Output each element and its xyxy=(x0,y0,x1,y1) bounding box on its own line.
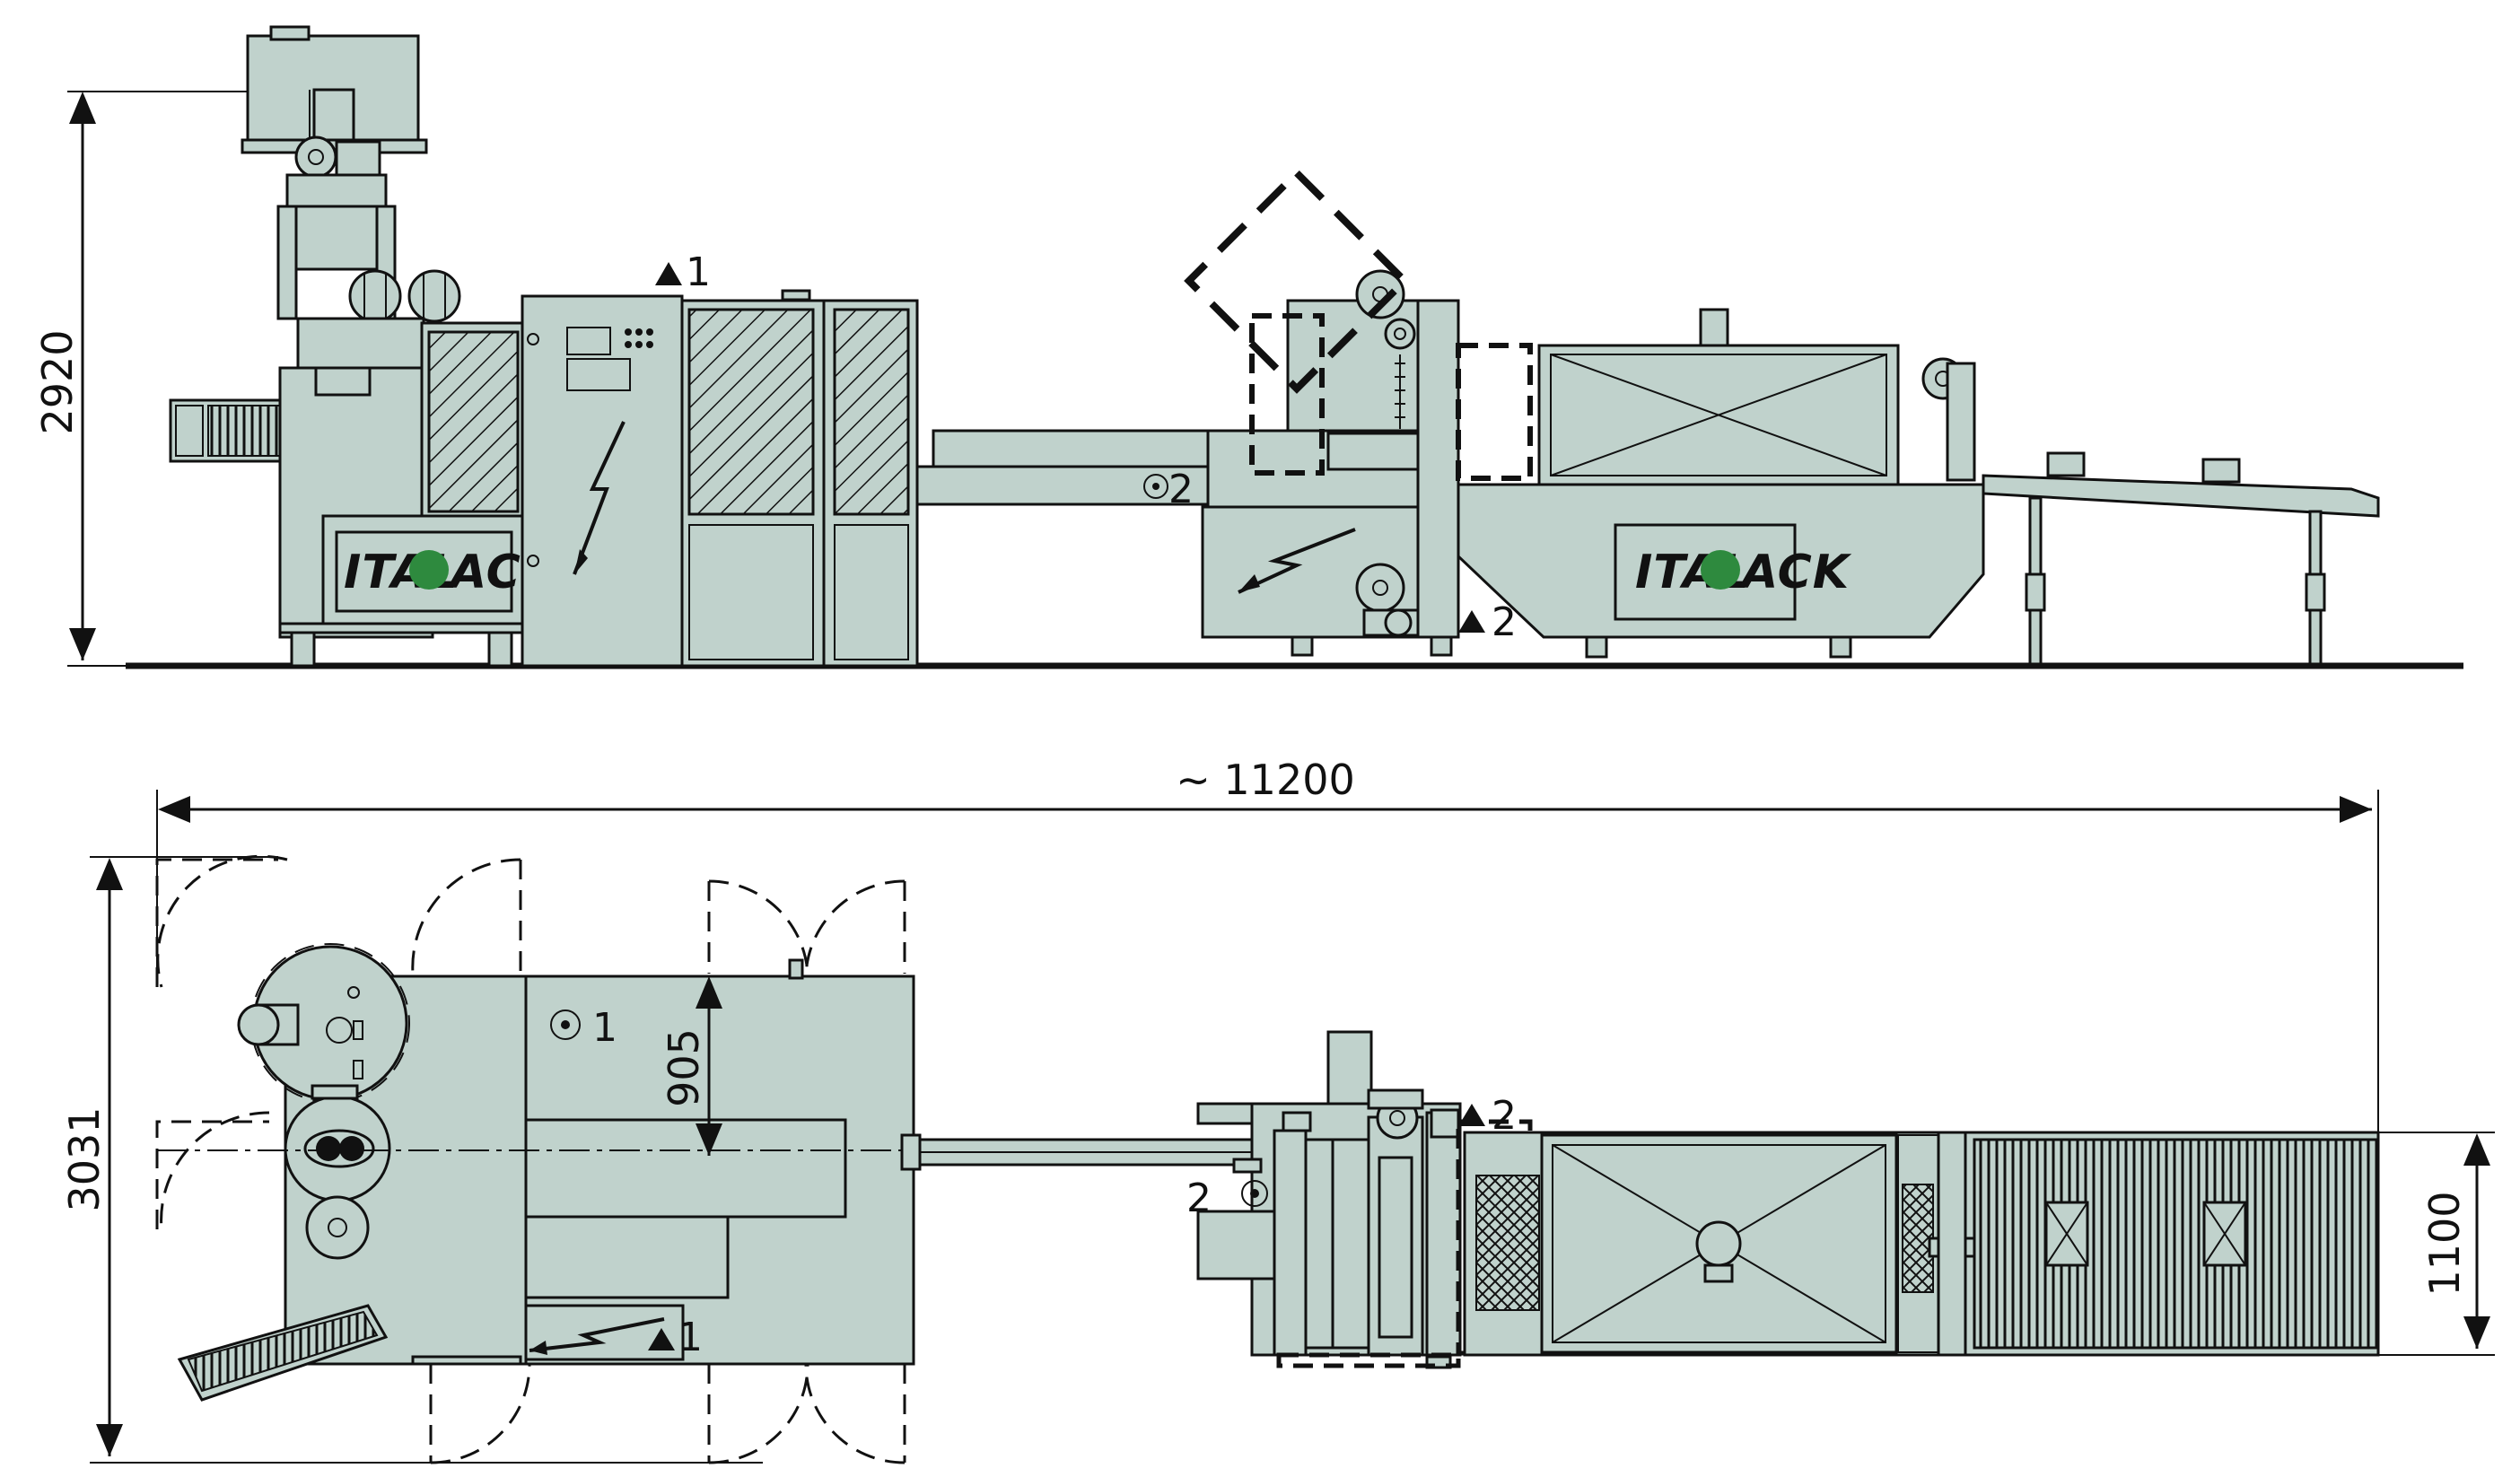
marker-1-plan-label: 1 xyxy=(592,1005,617,1051)
triangle-marker-icon xyxy=(1458,1104,1485,1126)
shrink-tunnel-plan xyxy=(1463,1131,2380,1357)
marker-2-side: 2 xyxy=(1458,599,1517,645)
inner-offset-dimension-label: 905 xyxy=(660,1028,708,1107)
height-dimension-label: 2920 xyxy=(33,329,82,434)
plan-view: ~ 11200 3031 xyxy=(60,756,2495,1464)
marker-1-side: 1 xyxy=(655,249,711,295)
wrapping-machine-side xyxy=(1184,168,1533,657)
conveyor-width-dimension: 1100 xyxy=(2378,1132,2495,1356)
infeed-conveyor-side: 2 xyxy=(915,429,1215,512)
height-dimension: 2920 xyxy=(33,91,305,667)
marker-1-side-label: 1 xyxy=(686,249,711,295)
triangle-marker-icon xyxy=(1458,610,1485,633)
conveyor-width-dimension-label: 1100 xyxy=(2420,1191,2469,1296)
inner-offset-dimension: 905 xyxy=(660,976,722,1156)
lightning-icon-wrapper xyxy=(1238,528,1356,594)
filler-machine-plan: 1 1 xyxy=(177,943,915,1402)
italpack-logo-right: ITAL ACK xyxy=(1635,546,1852,599)
filler-machine-side xyxy=(169,25,527,668)
length-dimension-label: ~ 11200 xyxy=(1176,756,1355,804)
shrink-tunnel-side xyxy=(1457,308,1985,659)
outfeed-conveyor-side xyxy=(1921,357,2380,666)
side-elevation-view: 2920 xyxy=(33,25,2463,669)
marker-1-plan-lower-label: 1 xyxy=(678,1315,703,1360)
connecting-conveyor-plan xyxy=(900,1133,1270,1171)
lightning-icon-cabinet xyxy=(573,421,626,575)
triangle-marker-icon xyxy=(648,1328,675,1350)
logo-right-text-b: ACK xyxy=(1738,546,1852,599)
width-dimension: 3031 xyxy=(60,856,763,1464)
safety-guard-side xyxy=(680,289,919,668)
length-dimension: ~ 11200 xyxy=(156,756,2379,1140)
door-swing-arcs xyxy=(155,854,906,1464)
marker-2-plan-conveyor-label: 2 xyxy=(1186,1175,1212,1221)
triangle-marker-icon xyxy=(655,262,682,285)
marker-2-side-conveyor-label: 2 xyxy=(1168,467,1194,512)
width-dimension-label: 3031 xyxy=(60,1106,109,1211)
wrapping-machine-plan: 2 xyxy=(1186,1030,1533,1369)
control-cabinet-side xyxy=(521,294,684,668)
lightning-icon-plan xyxy=(529,1317,665,1352)
logo-right-emblem xyxy=(1701,550,1740,590)
logo-left-emblem xyxy=(409,550,449,590)
